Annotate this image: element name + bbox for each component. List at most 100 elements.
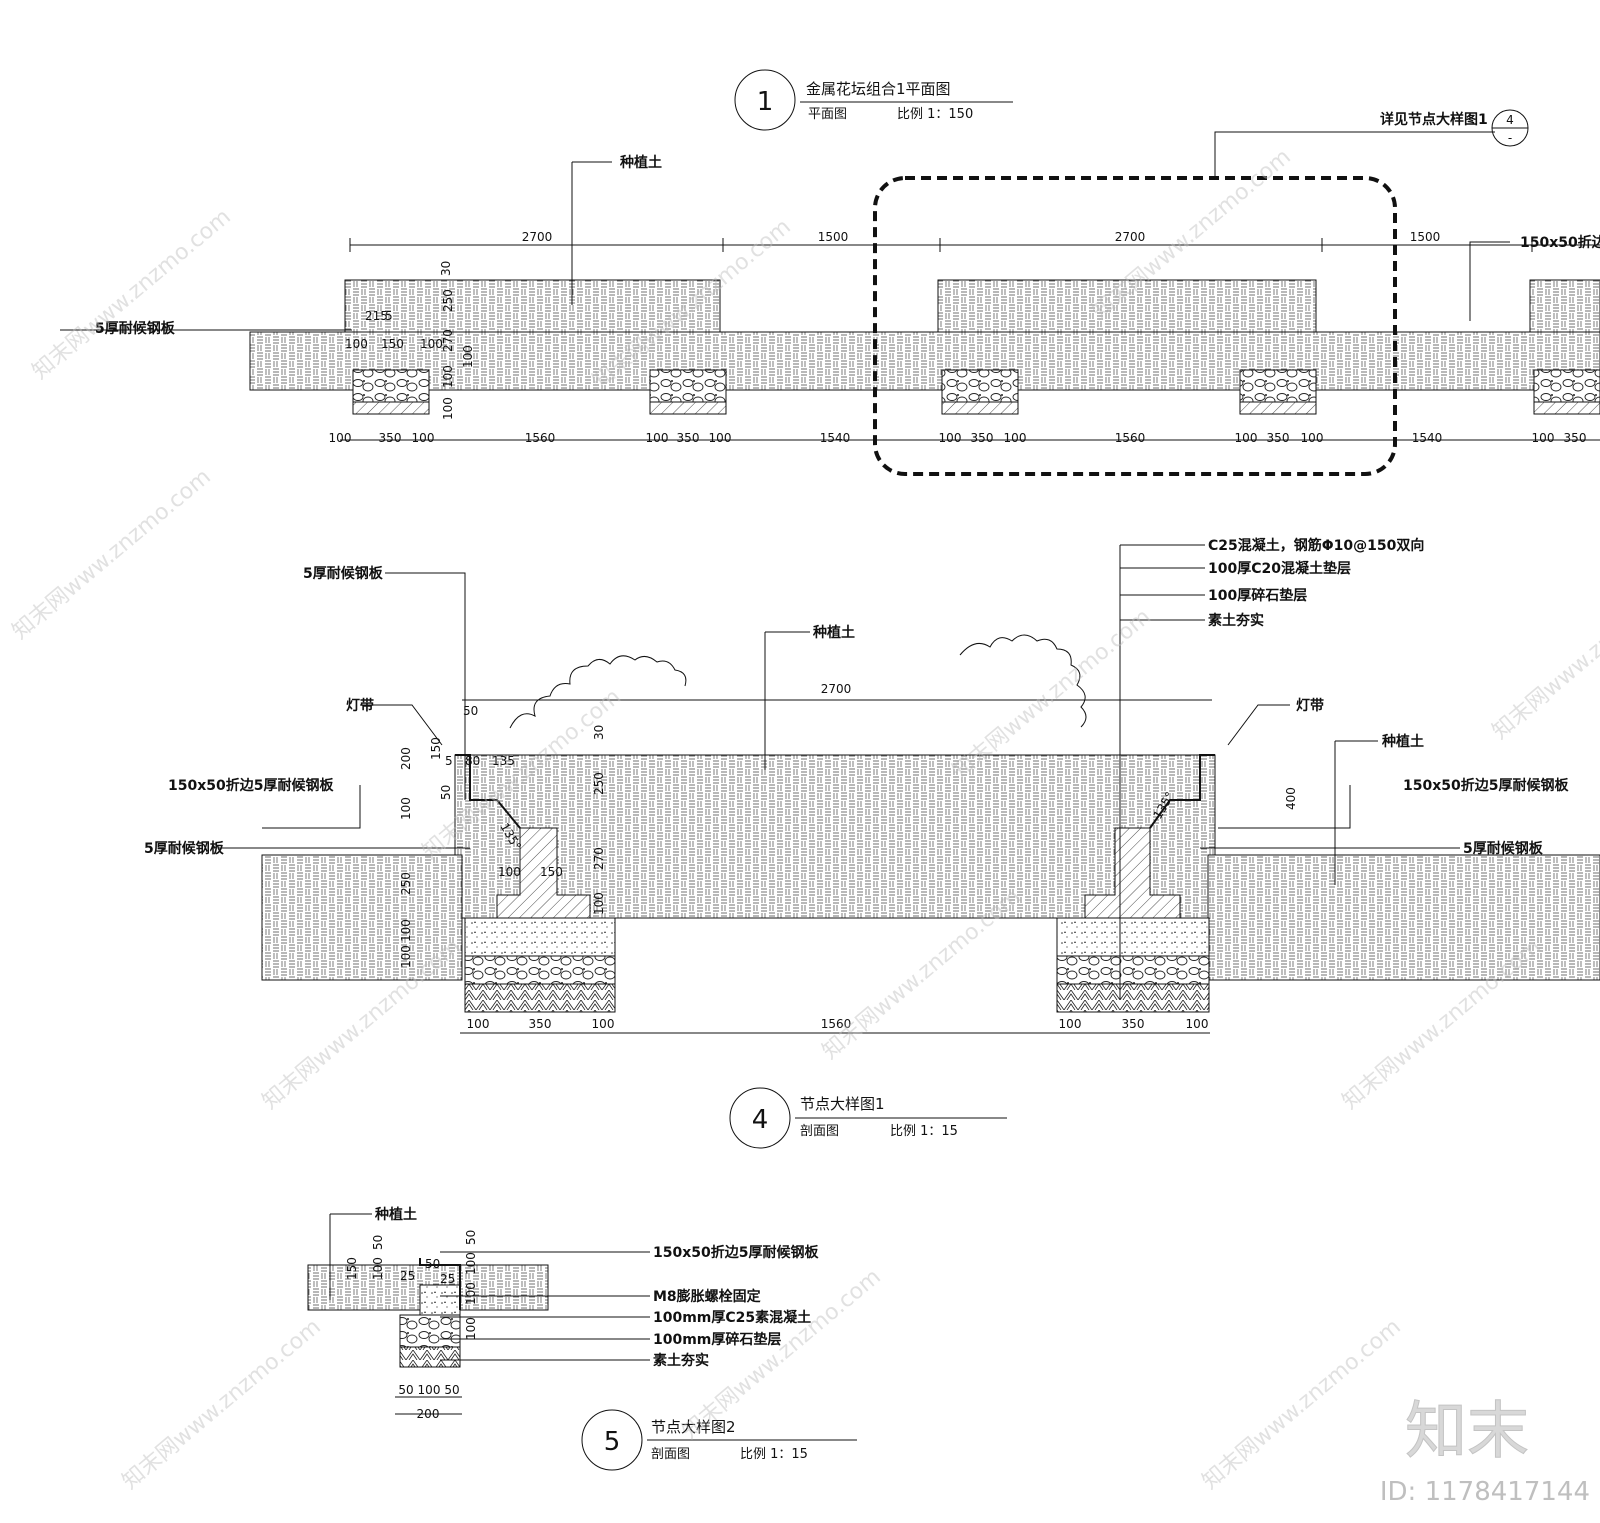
plan-plate-label: 5厚耐候钢板 [95,320,176,337]
svg-text:100: 100 [1532,431,1555,445]
svg-text:5: 5 [385,309,393,323]
plan-number-circle [734,69,796,131]
plan-top-dim-1: 2700 [522,230,553,244]
d2-concrete-label: 100mm厚C25素混凝土 [653,1309,811,1326]
d1-gravel-label: 100厚碎石垫层 [1208,587,1307,604]
d2-gravel-label: 100mm厚碎石垫层 [653,1331,781,1348]
d2-number: 5 [604,1427,621,1457]
svg-text:25: 25 [400,1269,415,1283]
d1-plate-right-label: 5厚耐候钢板 [1463,840,1544,857]
svg-text:150: 150 [381,337,404,351]
plan-top-dim-2: 1500 [818,230,849,244]
d2-small-dims: 150 100 50 25 50 25 100 50 100 100 [345,1230,478,1340]
svg-text:100: 100 [1059,1017,1082,1031]
svg-text:100: 100 [646,431,669,445]
d1-plate-left-label: 5厚耐候钢板 [144,840,225,857]
plan-view: 1 金属花坛组合1平面图 平面图 比例 1：150 详见节点大样图1 4 - 种… [60,69,1600,476]
svg-text:100: 100 [441,397,455,420]
svg-text:100: 100 [418,1383,441,1397]
d2-scale: 比例 1：15 [740,1447,808,1462]
plan-scale: 比例 1：150 [897,107,973,122]
svg-text:250: 250 [399,872,413,895]
d1-soil-right-label: 种植土 [1381,733,1424,750]
plan-dim-ticks [349,238,1533,252]
svg-text:1540: 1540 [820,431,851,445]
svg-text:50: 50 [464,1230,478,1245]
plan-bottom-dims: 100 350 100 1560 100 350 100 1540 100 35… [329,431,1587,445]
svg-text:100: 100 [498,865,521,879]
d1-ground-label: 素土夯实 [1208,612,1264,629]
svg-text:100: 100 [399,945,413,968]
plan-subtype: 平面图 [808,107,847,122]
svg-text:200: 200 [399,747,413,770]
svg-text:80: 80 [465,754,480,768]
svg-text:100: 100 [464,1317,478,1340]
svg-text:100: 100 [1301,431,1324,445]
d1-concrete-label: C25混凝土，钢筋Φ10@150双向 [1208,537,1424,554]
svg-text:270: 270 [441,329,455,352]
svg-text:350: 350 [379,431,402,445]
svg-text:5: 5 [445,754,453,768]
svg-text:100: 100 [412,431,435,445]
svg-text:1540: 1540 [1412,431,1443,445]
detail1-section: C25混凝土，钢筋Φ10@150双向 100厚C20混凝土垫层 100厚碎石垫层… [144,537,1600,1149]
svg-text:350: 350 [1267,431,1290,445]
svg-text:50: 50 [463,704,478,718]
d1-scale: 比例 1：15 [890,1124,958,1139]
svg-text:100: 100 [467,1017,490,1031]
svg-text:100: 100 [939,431,962,445]
plan-bed-2 [937,279,1317,333]
d1-fold-right-label: 150x50折边5厚耐候钢板 [1403,777,1569,794]
plant-left [509,655,687,729]
svg-text:100: 100 [1004,431,1027,445]
image-id: ID: 1178417144 [1380,1477,1590,1507]
d2-title: 节点大样图2 [651,1418,736,1436]
svg-text:350: 350 [529,1017,552,1031]
svg-text:350: 350 [677,431,700,445]
detail2-section: 种植土 150x50折边5厚耐候钢板 M8膨胀螺栓固定 100mm厚C25素混凝… [307,1206,857,1471]
svg-text:知末网www.znzmo.com: 知末网www.znzmo.com [8,464,216,644]
d1-title: 节点大样图1 [800,1095,885,1113]
d2-subtype: 剖面图 [651,1447,690,1462]
svg-text:知末网www.znzmo.com: 知末网www.znzmo.com [118,1314,326,1494]
plan-title: 金属花坛组合1平面图 [806,80,951,98]
d2-fold-label: 150x50折边5厚耐候钢板 [653,1244,819,1261]
plan-footings [352,369,1600,415]
d1-light-right-label: 灯带 [1296,697,1324,714]
svg-text:25: 25 [440,1272,455,1286]
svg-text:150: 150 [345,1257,359,1280]
plan-callout-box [873,176,1397,476]
svg-text:30: 30 [592,725,606,740]
detail1-ground-left [261,854,463,981]
svg-text:100: 100 [464,1252,478,1275]
detail1-ground-right [1207,854,1600,981]
svg-text:100: 100 [592,892,606,915]
svg-text:250: 250 [592,772,606,795]
svg-text:100: 100 [592,1017,615,1031]
d1-span: 2700 [821,682,852,696]
svg-text:50: 50 [439,785,453,800]
d2-bolt-label: M8膨胀螺栓固定 [653,1288,761,1305]
plan-bed-3 [1529,279,1600,333]
svg-text:215: 215 [365,309,388,323]
plan-callout-label: 详见节点大样图1 [1380,111,1488,128]
plan-ground-band [249,331,1600,391]
svg-text:350: 350 [971,431,994,445]
svg-text:100: 100 [329,431,352,445]
detail1-soil-body [454,754,1216,919]
svg-text:150: 150 [429,737,443,760]
svg-text:400: 400 [1284,787,1298,810]
d1-fold-left-label: 150x50折边5厚耐候钢板 [168,777,334,794]
svg-text:100: 100 [345,337,368,351]
svg-text:知末网www.znzmo.com: 知末网www.znzmo.com [1198,1314,1406,1494]
plan-inner-dims: 215 5 100 150 100 30 250 270 100 100 100 [345,261,475,420]
svg-text:100: 100 [371,1257,385,1280]
svg-text:150: 150 [540,865,563,879]
d2-soil-label: 种植土 [374,1206,417,1223]
d2-ground-label: 素土夯实 [653,1352,709,1369]
svg-text:350: 350 [1564,431,1587,445]
svg-text:100: 100 [1235,431,1258,445]
svg-text:30: 30 [439,261,453,276]
svg-text:100: 100 [709,431,732,445]
